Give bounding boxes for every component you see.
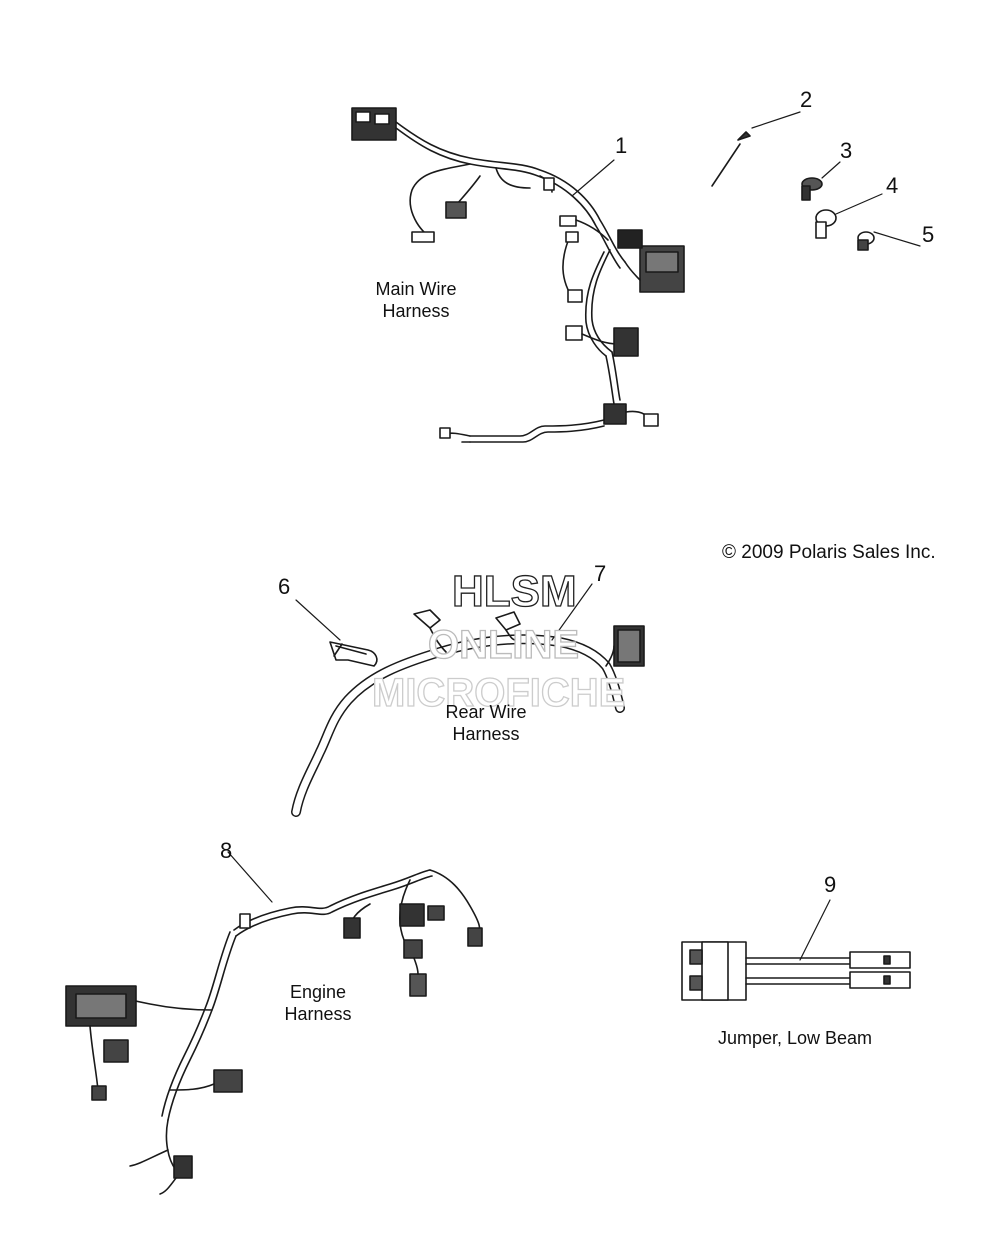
callout-6: 6: [278, 574, 291, 599]
bracket-6-drawing: [295, 599, 378, 667]
callout-1: 1: [615, 133, 628, 158]
jumper-low-beam-drawing: [681, 899, 911, 1001]
clip-3-drawing: [801, 161, 841, 201]
rear-wire-harness-label: Rear Wire Harness: [426, 701, 546, 745]
main-wire-harness-drawing: [351, 107, 685, 443]
jumper-low-beam-label: Jumper, Low Beam: [717, 1028, 873, 1048]
watermark: HLSM ONLINE MICROFICHE: [371, 566, 626, 715]
callout-3: 3: [840, 138, 853, 163]
main-wire-harness-label-line-1: Main Wire: [375, 279, 457, 299]
engine-harness-label-line-1: Engine: [289, 982, 347, 1002]
callout-8: 8: [220, 838, 233, 863]
clip-5-drawing: [857, 231, 921, 251]
callout-2: 2: [800, 87, 813, 112]
main-wire-harness-label: Main Wire Harness: [356, 278, 476, 322]
main-wire-harness-label-line-2: Harness: [382, 301, 450, 321]
callout-9: 9: [824, 872, 837, 897]
engine-harness-drawing: [65, 851, 483, 1195]
rear-wire-harness-label-line-1: Rear Wire: [445, 702, 527, 722]
engine-harness-label-line-2: Harness: [284, 1004, 352, 1024]
rear-wire-harness-label-line-2: Harness: [452, 724, 520, 744]
watermark-line-1: HLSM: [452, 567, 577, 616]
engine-harness-label: Engine Harness: [258, 981, 378, 1025]
callout-5: 5: [922, 222, 935, 247]
cable-tie-drawing: [711, 111, 801, 187]
copyright-notice: © 2009 Polaris Sales Inc.: [722, 542, 936, 563]
callout-4: 4: [886, 173, 899, 198]
callout-7: 7: [594, 561, 607, 586]
watermark-line-3: MICROFICHE: [372, 671, 625, 715]
watermark-line-2: ONLINE: [428, 623, 579, 667]
clip-4-drawing: [815, 193, 883, 239]
rear-wire-harness-drawing: [291, 583, 645, 817]
